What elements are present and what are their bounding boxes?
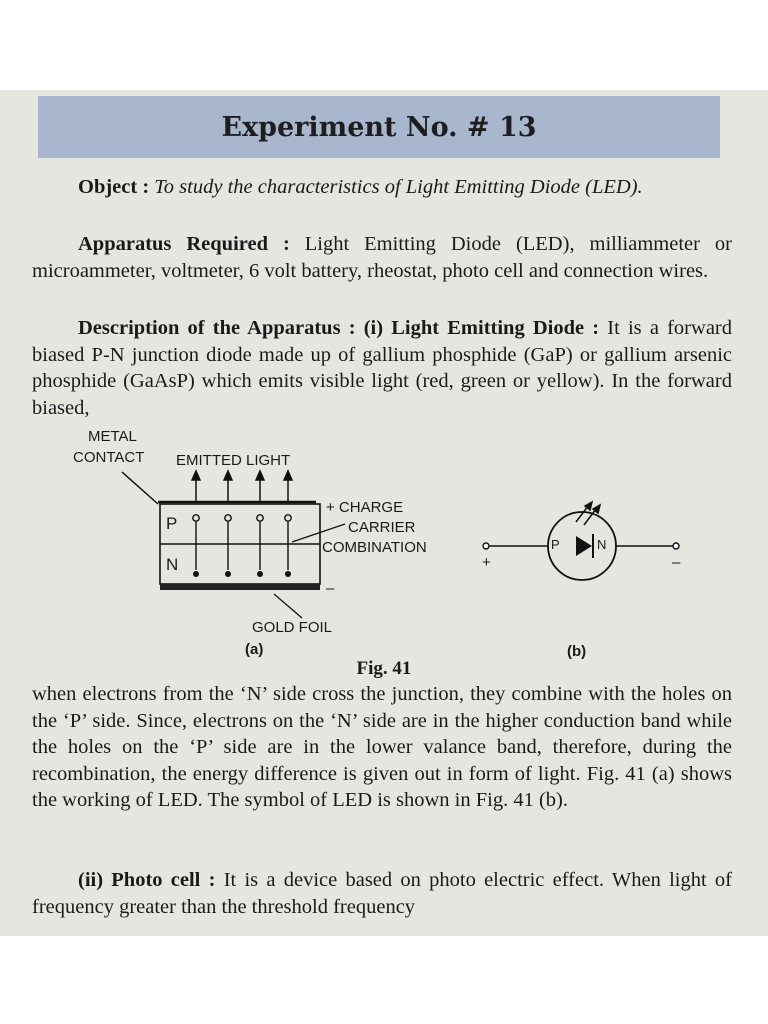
anode-terminal — [482, 542, 490, 550]
header-banner: Experiment No. # 13 — [38, 96, 720, 158]
object-label: Object : — [78, 176, 150, 198]
symbol-p-label: P — [551, 537, 560, 552]
photocell-text: It is a device based on photo electric e… — [32, 869, 733, 918]
cathode-minus-label: – — [672, 554, 681, 571]
combination-label: COMBINATION — [322, 539, 427, 556]
n-region-label: N — [166, 555, 179, 574]
anode-plus-label: + — [482, 554, 491, 571]
description-paragraph: Description of the Apparatus : (i) Light… — [32, 315, 732, 421]
apparatus-label: Apparatus Required : — [78, 233, 290, 255]
emitted-light-label: EMITTED LIGHT — [176, 452, 291, 469]
apparatus-text: Light Emitting Diode (LED), milliammeter… — [32, 233, 733, 282]
gold-foil-layer — [160, 584, 320, 590]
description-label: Description of the Apparatus : (i) Light… — [78, 317, 600, 339]
minus-label: – — [326, 580, 335, 597]
charge-label: + CHARGE — [326, 499, 404, 516]
object-paragraph: Object : To study the characteristics of… — [32, 174, 732, 201]
photocell-label: (ii) Photo cell : — [78, 869, 216, 891]
object-text: To study the characteristics of Light Em… — [154, 176, 643, 198]
symbol-n-label: N — [597, 537, 607, 552]
book-page: Experiment No. # 13 Object : To study th… — [0, 90, 768, 936]
part-b-label: (b) — [567, 643, 587, 660]
diode-triangle — [576, 536, 592, 556]
light-emission-arrows — [575, 500, 602, 526]
carrier-pointer — [291, 523, 346, 543]
apparatus-paragraph: Apparatus Required : Light Emitting Diod… — [32, 231, 732, 284]
description-text: It is a forward biased P-N junction diod… — [32, 317, 732, 419]
photocell-paragraph: (ii) Photo cell : It is a device based o… — [32, 867, 732, 920]
electron-dots — [193, 571, 291, 577]
body-paragraph: when electrons from the ‘N’ side cross t… — [32, 683, 732, 811]
led-diagrams — [121, 469, 680, 619]
part-a-label: (a) — [245, 641, 264, 658]
gold-foil-label: GOLD FOIL — [252, 619, 333, 636]
figure-caption: Fig. 41 — [356, 658, 412, 679]
cathode-terminal — [672, 542, 680, 550]
carrier-label: CARRIER — [348, 519, 416, 536]
hole-markers — [192, 514, 292, 570]
gold-foil-pointer — [273, 593, 303, 619]
metal-label: METAL — [88, 428, 137, 445]
p-region-label: P — [166, 514, 178, 533]
emitted-light-arrows — [190, 469, 294, 502]
contact-label: CONTACT — [73, 449, 145, 466]
metal-contact-pointer — [121, 471, 159, 505]
figure-41: METAL CONTACT EMITTED LIGHT + CHARGE CAR… — [30, 422, 730, 678]
page-title: Experiment No. # 13 — [221, 111, 537, 143]
